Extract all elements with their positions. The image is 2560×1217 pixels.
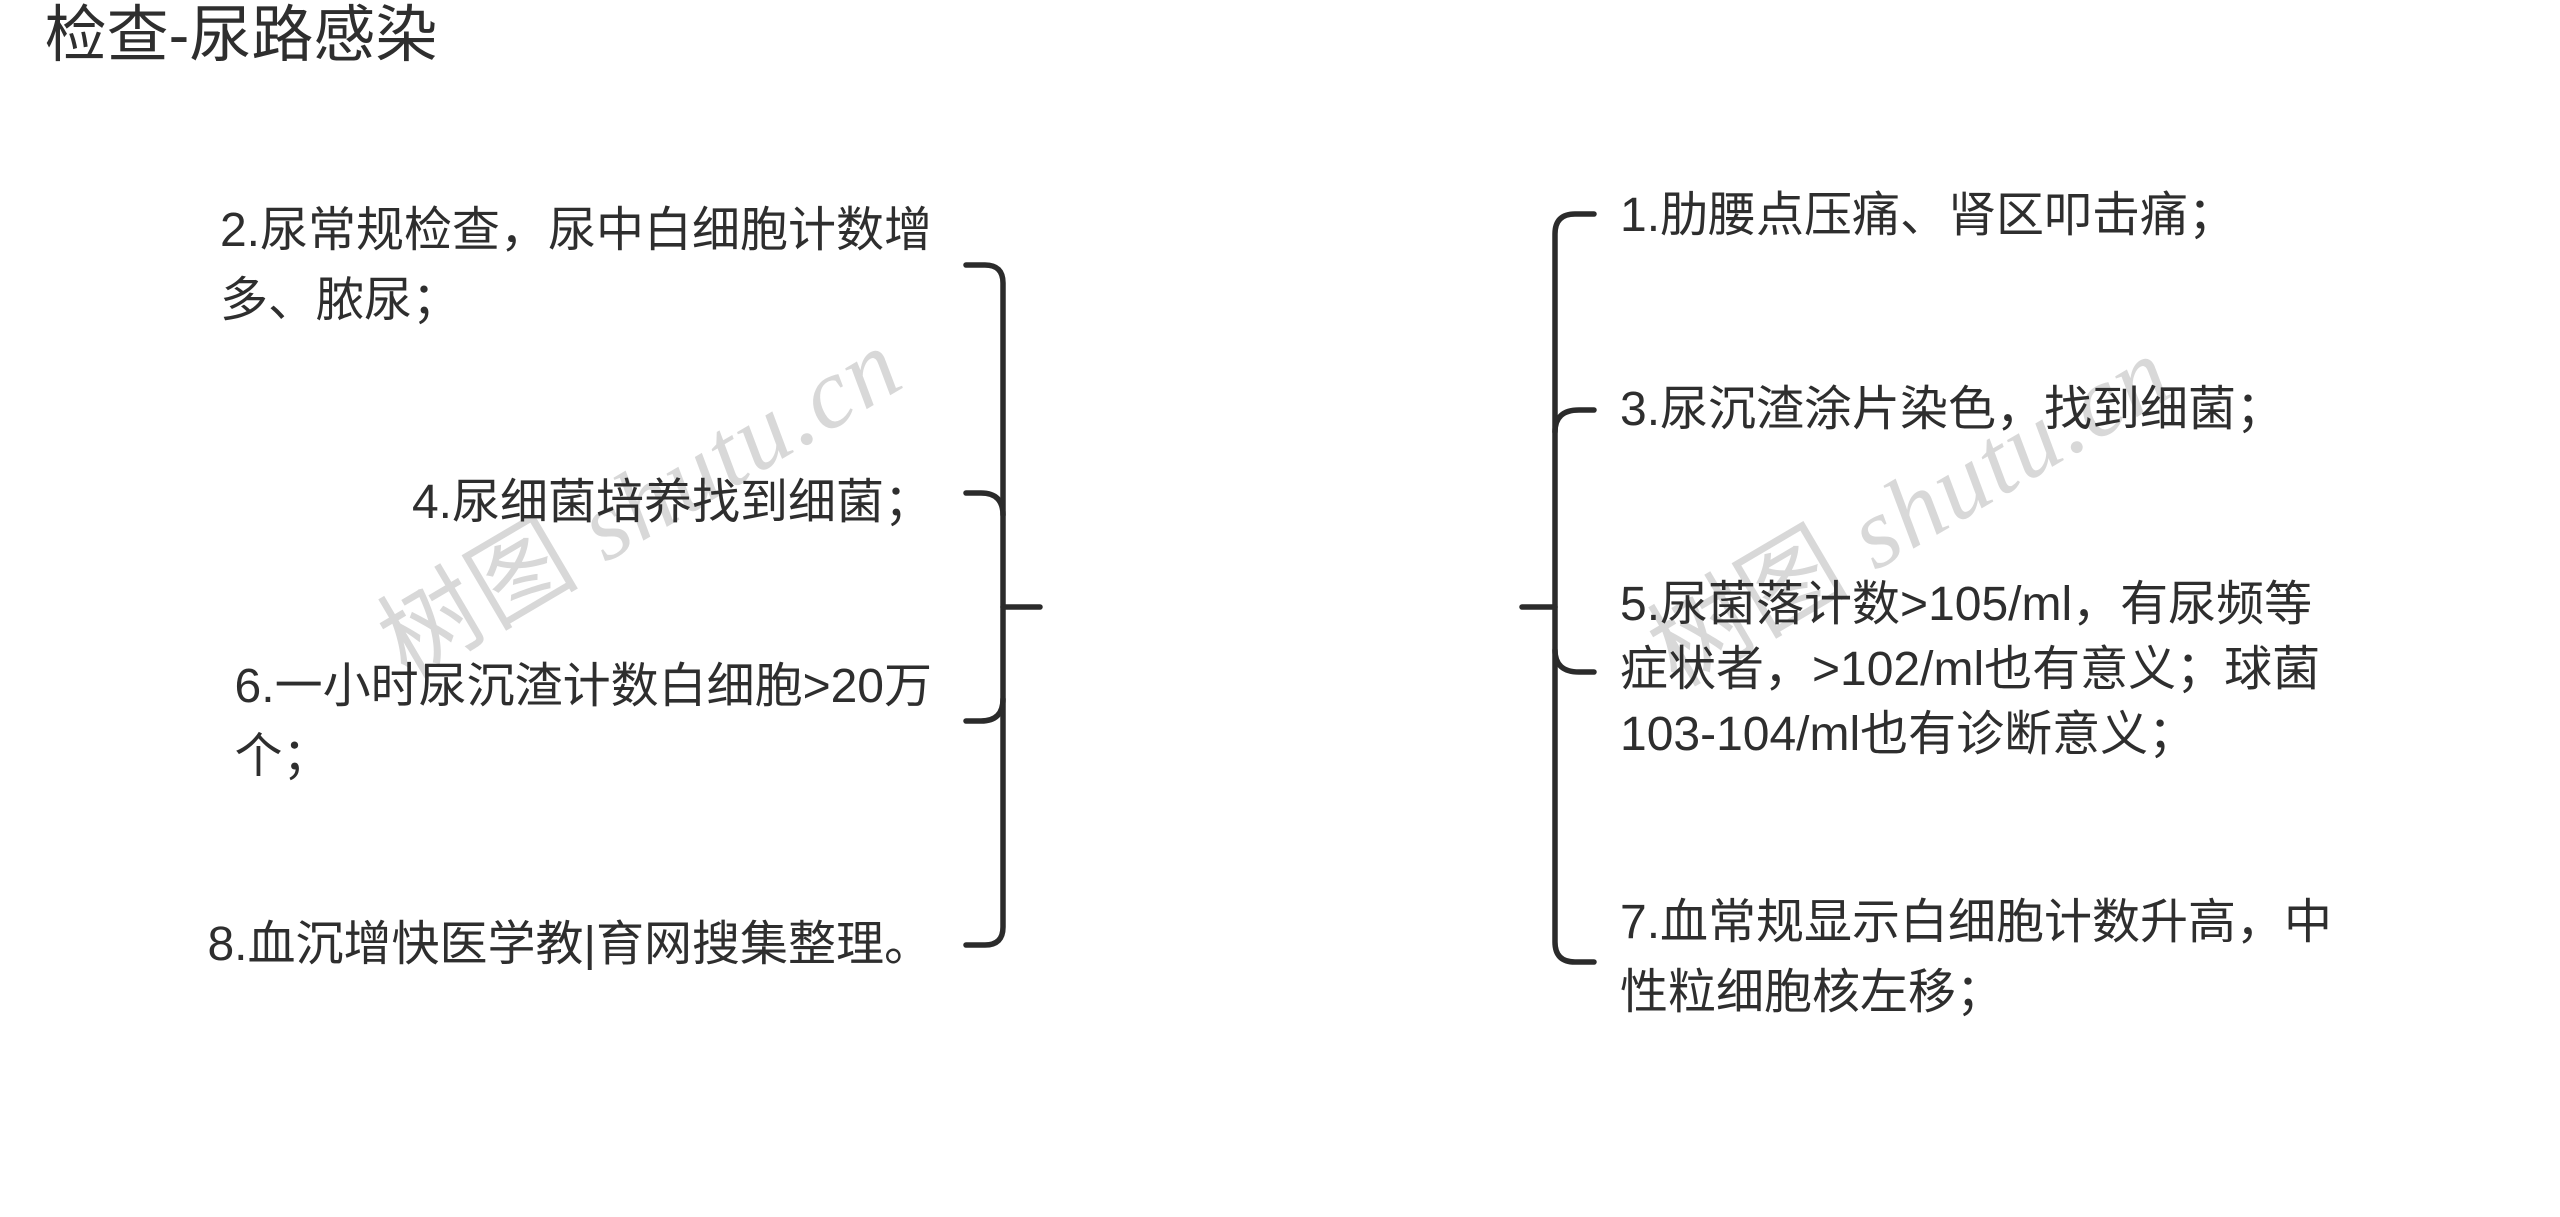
node-text-line: 8.血沉增快医学教|育网搜集整理。 xyxy=(207,918,932,971)
node-text-line: 2.尿常规检查，尿中白细胞计数增 xyxy=(219,204,932,257)
node-8-esr[interactable]: 8.血沉增快医学教|育网搜集整理。 xyxy=(207,910,932,980)
node-text-line: 4.尿细菌培养找到细菌； xyxy=(411,476,932,529)
node-text-line: 性粒细胞核左移； xyxy=(1620,966,2005,1019)
node-text-line: 个； xyxy=(234,730,331,783)
node-4-urine-culture[interactable]: 4.尿细菌培养找到细菌； xyxy=(412,468,932,538)
node-text-line: 3.尿沉渣涂片染色，找到细菌； xyxy=(1620,383,2285,436)
node-6-sediment-count[interactable]: 6.一小时尿沉渣计数白细胞>20万 个； xyxy=(235,652,932,792)
node-2-urine-routine[interactable]: 2.尿常规检查，尿中白细胞计数增 多、脓尿； xyxy=(220,196,932,336)
root-node-label: 检查-尿路感染 xyxy=(44,1,438,70)
root-node[interactable]: 检查-尿路感染 xyxy=(0,0,482,72)
right-brace-elbow-node3 xyxy=(1552,407,1597,435)
left-brace-elbow-node4 xyxy=(963,490,1006,518)
node-text-line: 7.血常规显示白细胞计数升高，中 xyxy=(1620,896,2333,949)
node-text-line: 多、脓尿； xyxy=(219,274,460,327)
left-brace-elbow-node6 xyxy=(963,696,1006,724)
node-7-blood-routine[interactable]: 7.血常规显示白细胞计数升高，中 性粒细胞核左移； xyxy=(1620,888,2332,1028)
node-5-colony-count[interactable]: 5.尿菌落计数>105/ml，有尿频等 症状者，>102/ml也有意义；球菌 1… xyxy=(1620,572,2320,767)
right-brace-elbow-node5 xyxy=(1552,647,1597,675)
node-text-line: 症状者，>102/ml也有意义；球菌 xyxy=(1620,643,2321,696)
node-3-smear-stain[interactable]: 3.尿沉渣涂片染色，找到细菌； xyxy=(1620,375,2284,445)
node-text-line: 5.尿菌落计数>105/ml，有尿频等 xyxy=(1620,578,2313,631)
node-text-line: 103-104/ml也有诊断意义； xyxy=(1620,708,2197,761)
right-brace-spine xyxy=(1552,211,1597,965)
node-1-tenderness[interactable]: 1.肋腰点压痛、肾区叩击痛； xyxy=(1620,181,2236,251)
node-text-line: 1.肋腰点压痛、肾区叩击痛； xyxy=(1620,189,2237,242)
left-brace-spine xyxy=(963,262,1006,948)
node-text-line: 6.一小时尿沉渣计数白细胞>20万 xyxy=(234,660,932,713)
